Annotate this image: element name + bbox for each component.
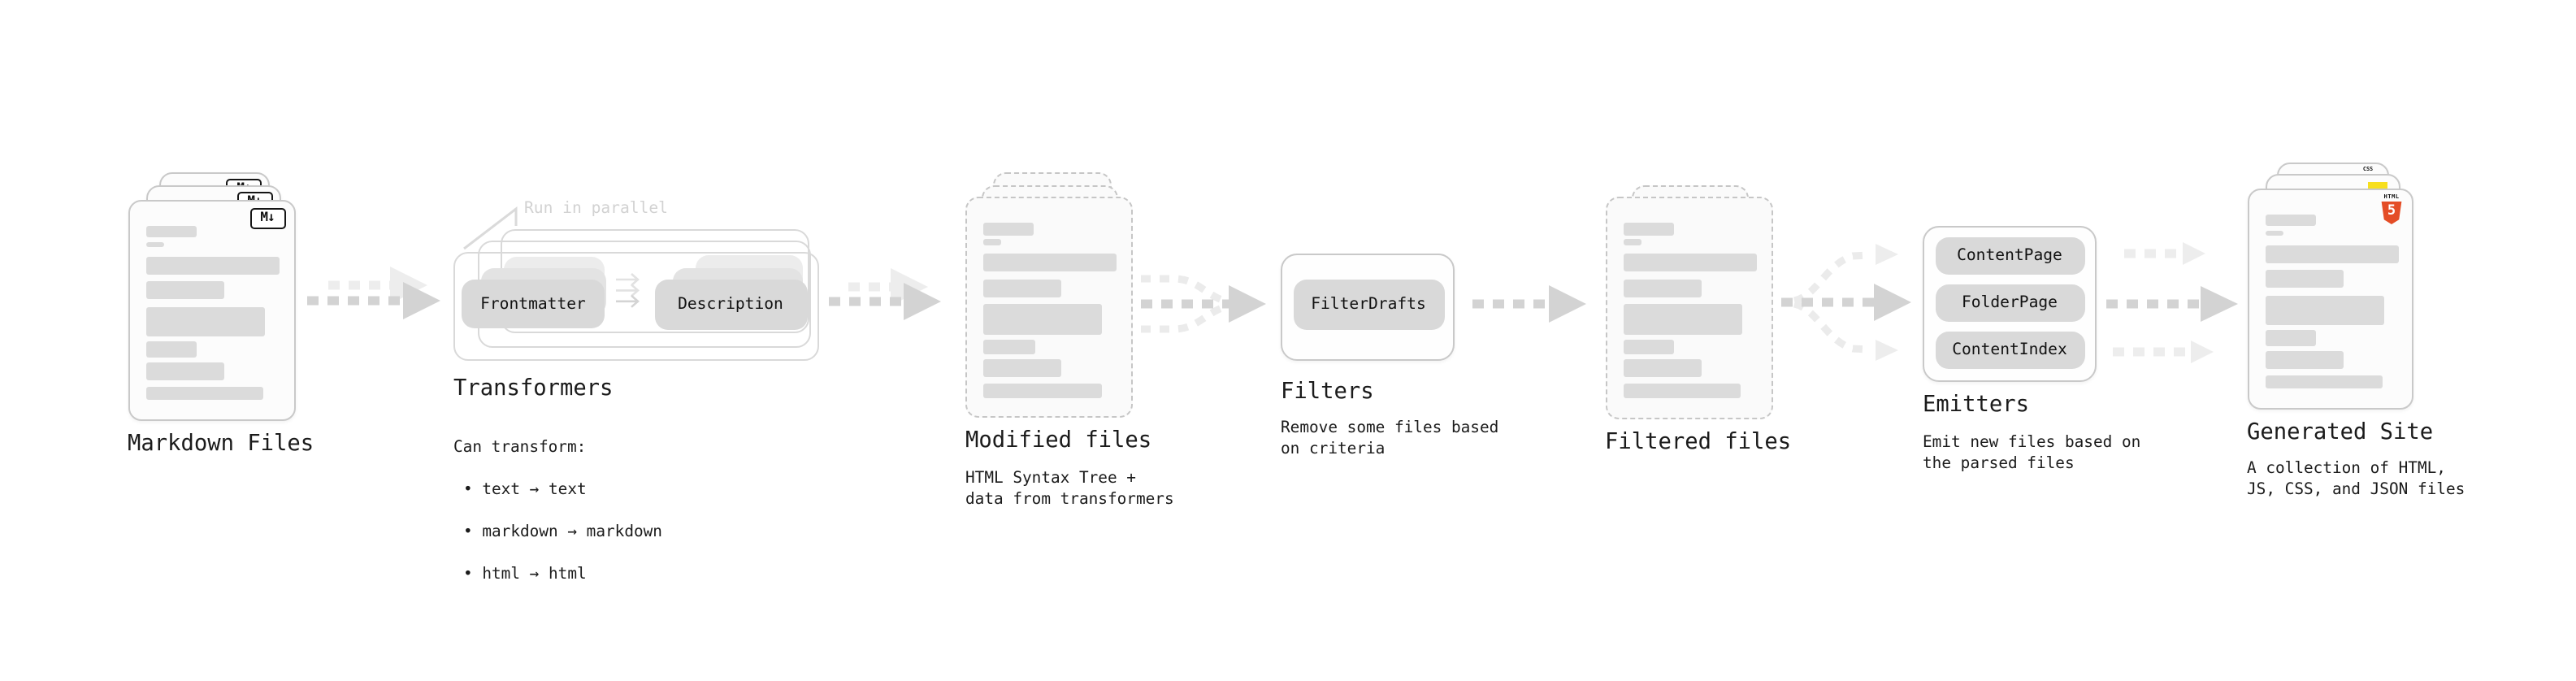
run-in-parallel-note: Run in parallel [524,200,668,218]
frontmatter-chip: Frontmatter [462,280,605,328]
javascript-icon [2368,181,2387,189]
transformer-frame-front [453,252,819,360]
stage-title-emitters: Emitters [1923,392,2029,418]
filterdrafts-chip: FilterDrafts [1293,279,1444,330]
stage-title-generated-site: Generated Site [2247,419,2434,445]
arrow-emitters-to-generated-bottom [2113,340,2214,363]
generated-file-card-front: HTML 5 [2247,188,2413,410]
arrow-modified-to-filters-merge [1141,275,1266,333]
placeholder-bar [145,225,196,237]
contentpage-chip: ContentPage [1935,237,2084,274]
placeholder-bar [983,254,1117,271]
arrow-emitters-to-generated-middle [2106,286,2238,322]
placeholder-bar [145,306,264,336]
markdown-file-card-front: M↓ [128,199,295,421]
description-chip: Description [654,279,807,329]
arrow-transformers-to-modified [829,268,941,320]
placeholder-bar [145,281,223,299]
arrow-filtered-to-emitters-fork [1781,244,1911,361]
placeholder-bar [2265,230,2283,236]
transform-bullet-list: text → text markdown → markdown html → h… [453,458,662,606]
placeholder-bar [1623,239,1641,245]
placeholder-bar [1623,384,1741,397]
placeholder-bar [983,304,1102,334]
stage-title-filtered-files: Filtered files [1605,429,1792,455]
placeholder-bar [983,384,1101,397]
folderpage-chip: FolderPage [1935,284,2084,321]
filtered-file-card-front [1605,197,1772,419]
placeholder-bar [2265,330,2316,345]
html5-icon-label: HTML [2383,193,2400,200]
generated-site-description: A collection of HTML, JS, CSS, and JSON … [2247,459,2465,498]
html5-icon: HTML 5 [2381,193,2402,224]
modified-file-card-front [965,197,1133,418]
placeholder-bar [2265,375,2383,388]
stage-title-filters: Filters [1281,378,1374,404]
arrow-filters-to-filtered [1472,285,1586,323]
placeholder-bar [983,339,1034,354]
placeholder-bar [1623,254,1756,271]
markdown-icon: M↓ [249,207,285,229]
placeholder-bar [1623,279,1701,297]
transformers-description: Can transform: text → text markdown → ma… [453,416,662,627]
placeholder-bar [983,359,1061,377]
css-icon-label: CSS [2362,166,2374,172]
placeholder-bar [1623,304,1741,334]
arrow-emitters-to-generated-top [2124,242,2205,265]
placeholder-bar [145,386,263,400]
placeholder-bar [145,341,197,357]
filters-description: Remove some files based on criteria [1281,419,1499,458]
transform-bullet: html → html [463,564,662,585]
placeholder-bar [983,239,1001,245]
stage-title-modified-files: Modified files [965,427,1152,453]
stage-title-transformers: Transformers [453,375,614,401]
placeholder-bar [2265,245,2398,262]
placeholder-bar [145,256,279,274]
transform-bullet: text → text [463,479,662,501]
placeholder-bar [2265,214,2315,226]
placeholder-bar [145,241,163,247]
placeholder-bar [2265,270,2343,288]
transformers-desc-heading: Can transform: [453,439,587,457]
arrow-markdown-to-transformers [307,267,440,319]
placeholder-bar [2265,295,2383,325]
placeholder-bar [2265,350,2343,368]
placeholder-bar [1623,223,1673,235]
contentindex-chip: ContentIndex [1935,332,2084,368]
modified-files-description: HTML Syntax Tree + data from transformer… [965,469,1174,508]
html5-icon-shield: 5 [2381,201,2402,224]
transform-bullet: markdown → markdown [463,522,662,543]
placeholder-bar [1623,359,1701,377]
placeholder-bar [983,223,1034,235]
placeholder-bar [1623,339,1674,354]
stage-title-markdown-files: Markdown Files [128,431,314,457]
placeholder-bar [983,279,1061,297]
emitters-description: Emit new files based on the parsed files [1923,434,2141,473]
placeholder-bar [145,362,223,380]
